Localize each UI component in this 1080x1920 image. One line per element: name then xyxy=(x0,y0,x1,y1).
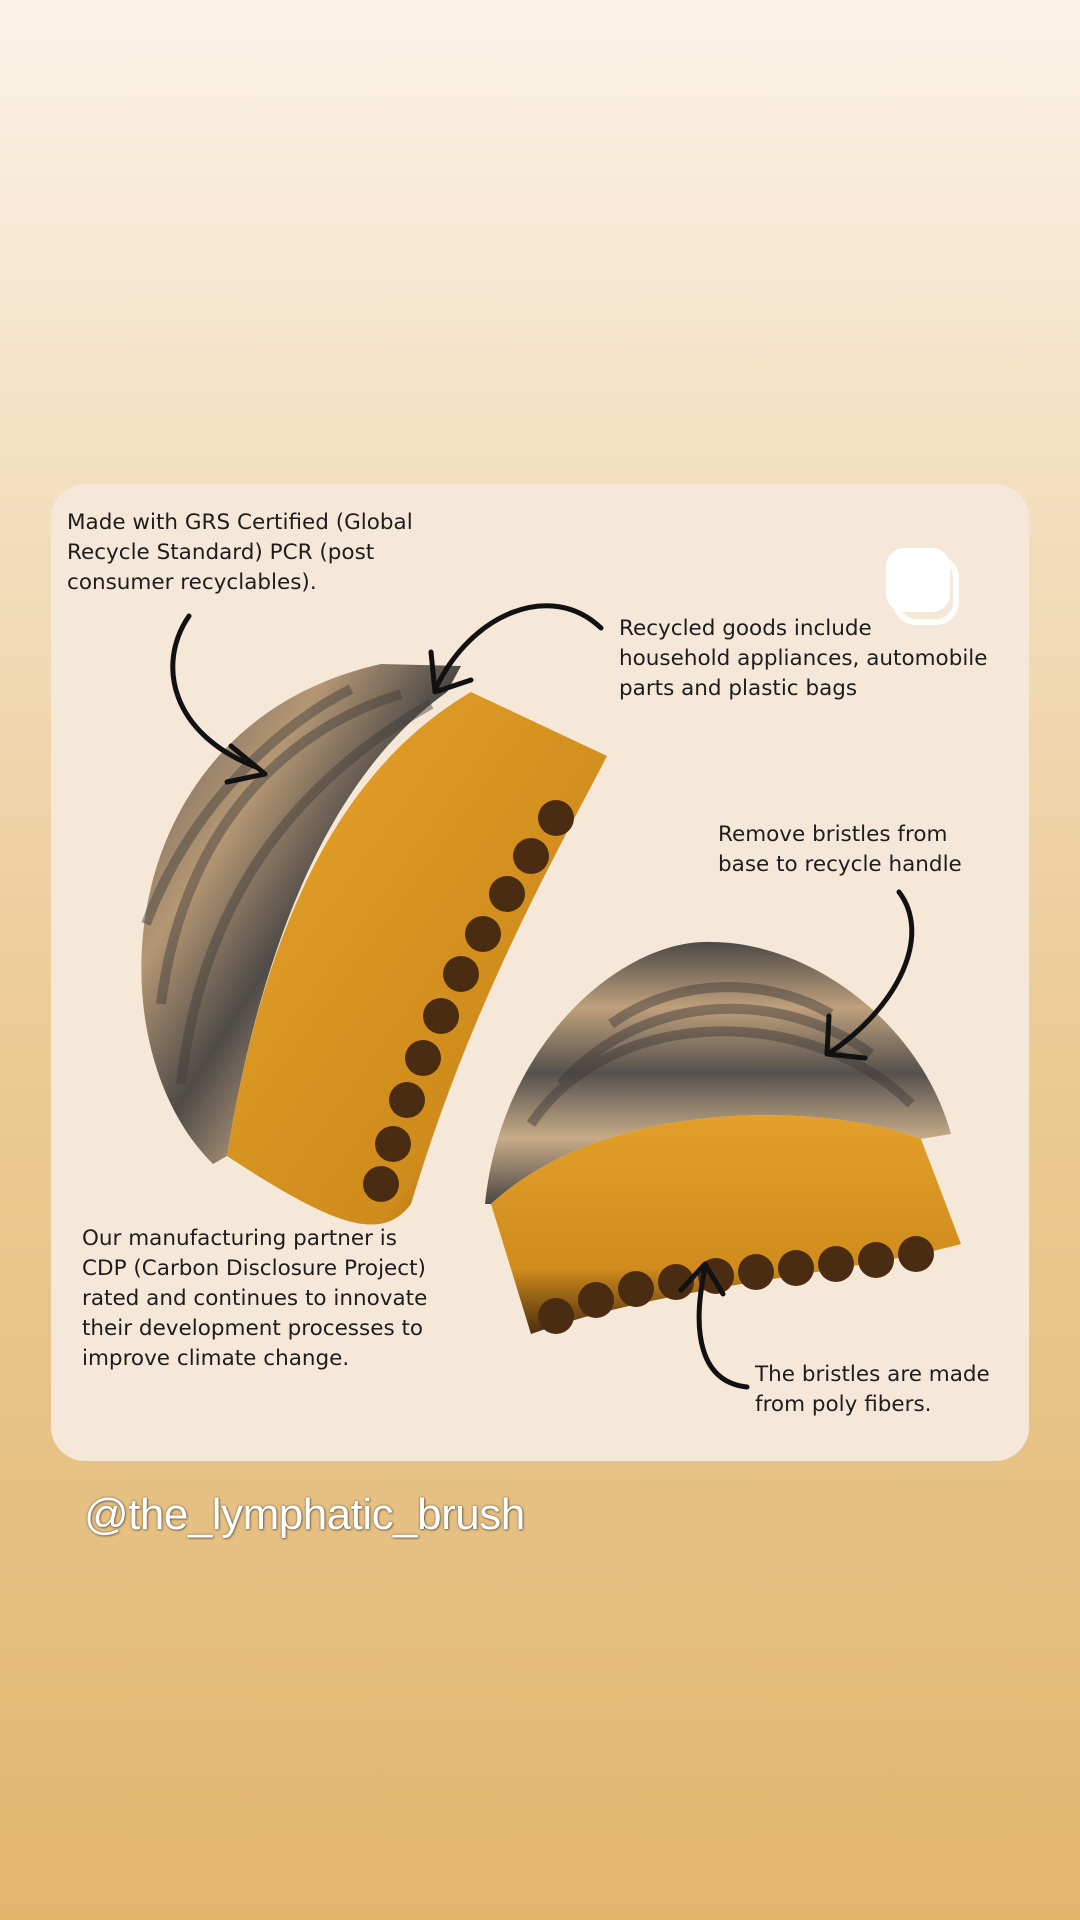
brush-illustration xyxy=(141,603,961,1390)
brush-tilted-bristles xyxy=(227,692,607,1225)
brush-tilted-grain xyxy=(141,684,434,1085)
brush-tilted-handle xyxy=(141,664,461,1164)
arrow-to-bristles xyxy=(696,1265,750,1390)
arrow-to-bristles-head xyxy=(678,1261,726,1297)
arrow-to-handle-top xyxy=(433,603,604,691)
brush-tilted xyxy=(141,664,607,1225)
brush-upright-bristles xyxy=(491,1115,961,1334)
arrow-to-handle-tilted-head xyxy=(224,743,268,785)
brush-tilted-nubs xyxy=(363,800,574,1202)
post-card: Made with GRS Certified (Global Recycle … xyxy=(51,484,1029,1461)
annotation-arrows xyxy=(170,603,915,1390)
brush-upright-handle xyxy=(485,941,951,1204)
brush-upright-grain xyxy=(526,982,915,1127)
caption-recycled-goods: Recycled goods include household applian… xyxy=(619,616,988,701)
arrow-to-handle-upright-head xyxy=(824,1013,868,1061)
brush-upright-nubs xyxy=(538,1236,934,1334)
caption-grs-certified: Made with GRS Certified (Global Recycle … xyxy=(67,510,413,595)
brush-upright xyxy=(485,941,961,1334)
arrow-to-handle-upright xyxy=(828,889,915,1055)
caption-cdp-partner: Our manufacturing partner is CDP (Carbon… xyxy=(82,1226,428,1371)
caption-poly-fibers: The bristles are made from poly fibers. xyxy=(755,1362,990,1417)
sticker-icon[interactable] xyxy=(878,544,968,634)
caption-remove-bristles: Remove bristles from base to recycle han… xyxy=(718,822,962,877)
arrow-to-handle-top-head xyxy=(428,649,474,695)
username-handle[interactable]: @the_lymphatic_brush xyxy=(84,1490,525,1539)
arrow-to-handle-tilted xyxy=(170,613,259,770)
